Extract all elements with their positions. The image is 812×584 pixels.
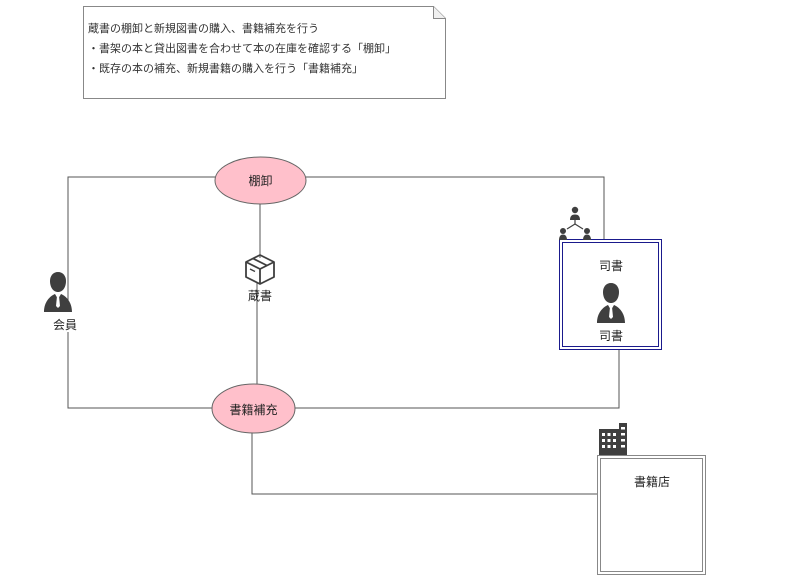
note-line: ・既存の本の補充、新規書籍の購入を行う「書籍補充」 [88, 62, 363, 75]
note-line: 蔵書の棚卸と新規図書の購入、書籍補充を行う [88, 22, 319, 35]
member-person-icon [44, 272, 72, 312]
member-label: 会員 [52, 318, 77, 332]
collection-label: 蔵書 [247, 289, 272, 303]
connector-tanaoroshi-librarian [306, 176, 605, 240]
process-tanaoroshi-shape[interactable] [214, 156, 307, 205]
process-tanaoroshi-label: 棚卸 [248, 174, 273, 188]
process-hojuu-shape[interactable] [211, 383, 296, 434]
librarian-label: 司書 [598, 329, 623, 343]
bookstore-title: 書籍店 [633, 475, 670, 489]
bookstore-box[interactable] [597, 455, 706, 575]
librarian-group-title: 司書 [598, 259, 623, 273]
package-icon [245, 254, 275, 285]
process-hojuu-label: 書籍補充 [229, 403, 278, 417]
librarian-person-icon [597, 283, 625, 323]
note-shape[interactable] [83, 6, 446, 99]
note-text: 蔵書の棚卸と新規図書の購入、書籍補充を行う ・書架の本と貸出図書を合わせて本の在… [88, 19, 396, 79]
connector-hojuu-librarian [295, 349, 620, 409]
note-line: ・書架の本と貸出図書を合わせて本の在庫を確認する「棚卸」 [88, 42, 396, 55]
team-icon [559, 206, 591, 240]
connector-member-hojuu [67, 332, 212, 409]
building-icon [599, 423, 627, 455]
connector-tanaoroshi-member [67, 176, 215, 300]
connector-hojuu-bookstore [251, 433, 600, 495]
connectors [67, 176, 620, 495]
